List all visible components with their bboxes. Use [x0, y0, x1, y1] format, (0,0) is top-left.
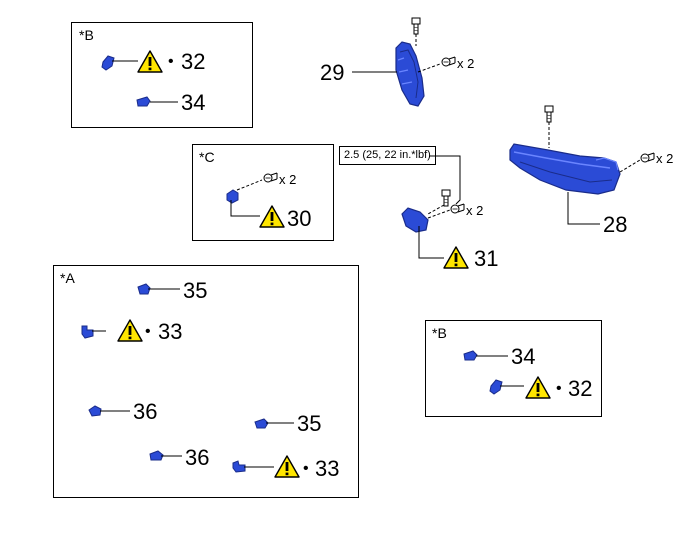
part-number-32-top: 32: [181, 49, 206, 74]
clip-32-right: [489, 379, 503, 395]
screw-icon: [263, 172, 278, 183]
part-number-32-right: 32: [568, 376, 593, 401]
lamp-31: [401, 207, 429, 233]
torque-spec: 2.5 (25, 22 in.*lbf): [339, 146, 436, 165]
screw-icon: [450, 203, 465, 214]
clip-35-b: [254, 418, 269, 429]
warning-triangle-icon: [274, 455, 300, 478]
part-number-31: 31: [474, 246, 499, 271]
clip-36-b: [149, 450, 164, 461]
part-number-33-a: 33: [158, 319, 183, 344]
clip-32-top: [101, 55, 115, 71]
box-a: [53, 265, 359, 498]
quantity-29: x 2: [457, 56, 475, 71]
part-number-36-a: 36: [133, 399, 158, 424]
box-b-top-label: *B: [79, 27, 94, 43]
box-b-top: [71, 22, 253, 128]
screw-icon: [640, 152, 655, 163]
lamp-28: [509, 143, 621, 195]
part-number-36-b: 36: [185, 445, 210, 470]
warning-triangle-icon: [259, 205, 285, 228]
bullet-33-a: •: [145, 323, 151, 340]
warning-triangle-icon: [525, 376, 551, 399]
bullet-33-b: •: [303, 460, 309, 477]
clip-30: [226, 189, 239, 204]
quantity-30: x 2: [279, 172, 297, 187]
part-number-28: 28: [603, 212, 628, 237]
clip-33-a: [81, 325, 94, 339]
clip-36-a: [88, 405, 102, 417]
quantity-28: x 2: [656, 151, 674, 166]
bolt-icon: [441, 189, 451, 207]
part-number-30: 30: [287, 206, 312, 231]
warning-triangle-icon: [137, 50, 163, 73]
box-b-right: [425, 320, 602, 417]
warning-triangle-icon: [443, 246, 469, 269]
bolt-icon: [544, 105, 554, 123]
bullet-32-top: •: [168, 53, 174, 70]
part-number-34-top: 34: [181, 90, 206, 115]
part-number-33-b: 33: [315, 456, 340, 481]
clip-33-b: [232, 460, 246, 473]
part-number-29: 29: [320, 60, 345, 85]
box-b-right-label: *B: [432, 325, 447, 341]
part-number-35-b: 35: [297, 411, 322, 436]
part-number-35-a: 35: [183, 278, 208, 303]
box-c-label: *C: [199, 149, 215, 165]
bolt-icon: [411, 17, 421, 35]
lamp-29: [395, 41, 425, 107]
clip-34-top: [136, 96, 151, 107]
warning-triangle-icon: [117, 319, 143, 342]
screw-icon: [441, 56, 456, 67]
clip-35-a: [137, 283, 151, 295]
quantity-31: x 2: [466, 203, 484, 218]
clip-34-right: [463, 350, 478, 361]
part-number-34-right: 34: [511, 344, 536, 369]
bullet-32-right: •: [556, 380, 562, 397]
box-a-label: *A: [60, 270, 75, 286]
